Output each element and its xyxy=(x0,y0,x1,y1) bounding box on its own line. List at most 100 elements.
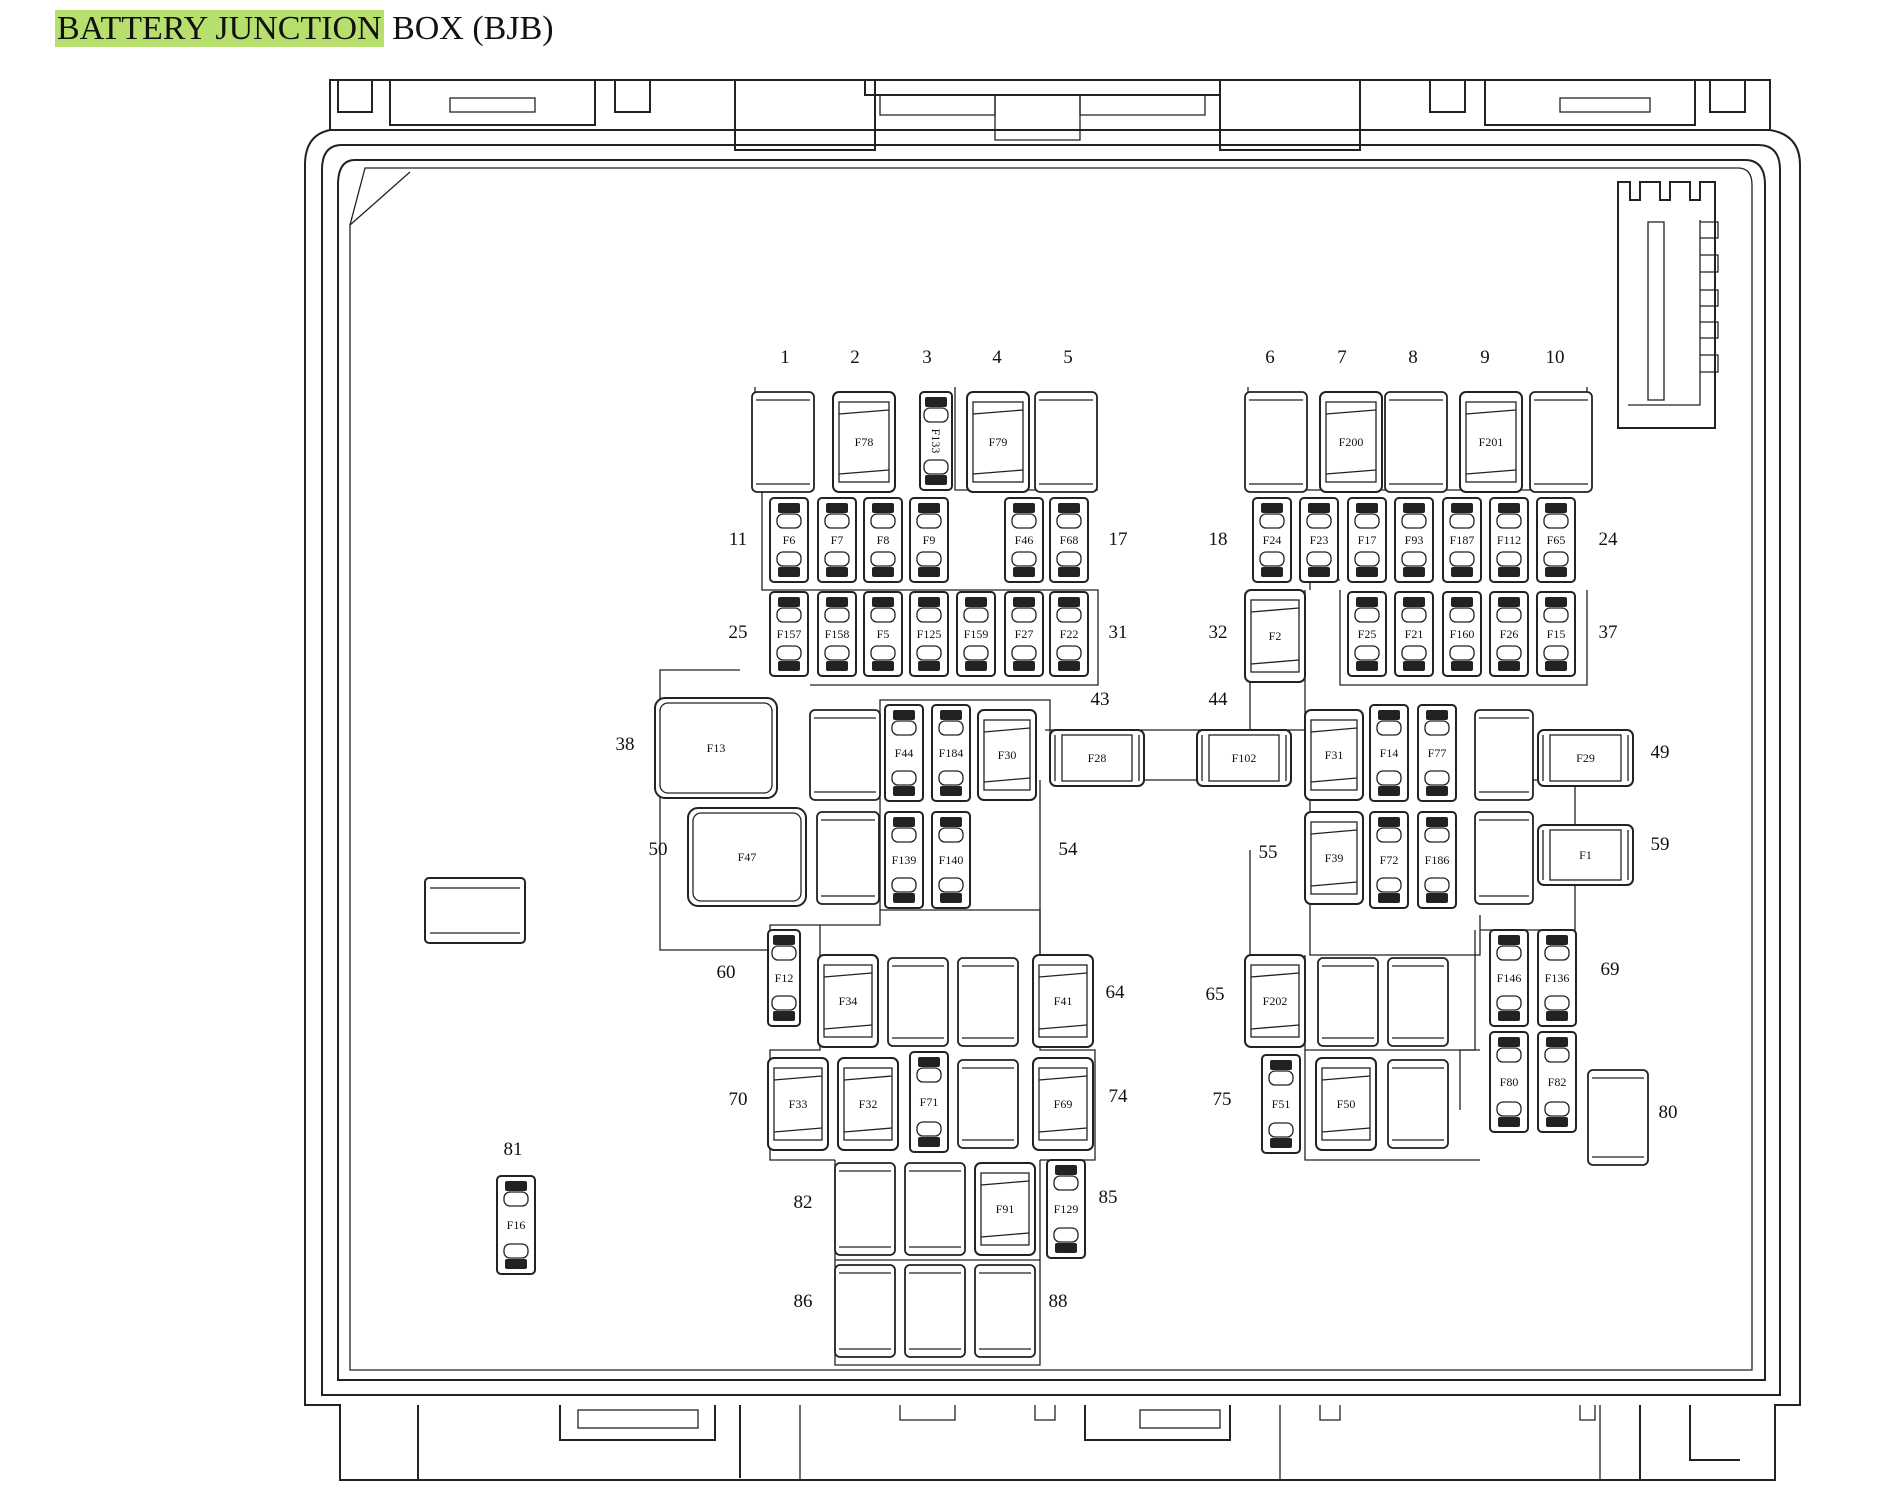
fuse-label: F186 xyxy=(1425,853,1450,867)
empty-fuse-slot xyxy=(904,1162,966,1256)
fuse-terminal xyxy=(1451,597,1473,607)
fuse-edge xyxy=(1038,1075,1088,1133)
slot-edge xyxy=(1479,717,1529,793)
fuse-terminal-ring xyxy=(1544,995,1570,1011)
fuse-terminal-ring xyxy=(1496,607,1522,623)
empty-fuse-slot xyxy=(904,1264,966,1358)
position-number: 17 xyxy=(1109,529,1128,550)
fuse-terminal-ring xyxy=(923,459,949,475)
fuse-terminal xyxy=(965,661,987,671)
slot-edge xyxy=(1249,399,1303,485)
fuse-terminal xyxy=(1058,503,1080,513)
fuse-label: F24 xyxy=(1263,533,1282,547)
fuse-terminal-ring xyxy=(870,551,896,567)
fuse-label: F8 xyxy=(877,533,890,547)
fuse-f72: F72 xyxy=(1369,811,1409,909)
fuse-terminal-ring xyxy=(938,827,964,843)
fuse-label: F50 xyxy=(1337,1097,1356,1111)
fuse-label: F157 xyxy=(777,627,802,641)
fuse-f65: F65 xyxy=(1536,497,1576,583)
fuse-terminal-ring xyxy=(776,513,802,529)
fuse-terminal xyxy=(1013,661,1035,671)
fuse-terminal-ring xyxy=(1543,513,1569,529)
fuse-label: F28 xyxy=(1088,751,1107,765)
fuse-terminal-ring xyxy=(503,1191,529,1207)
position-number: 32 xyxy=(1209,622,1228,643)
fuse-label: F93 xyxy=(1405,533,1424,547)
slot-edge xyxy=(1322,965,1374,1039)
position-number: 1 xyxy=(780,347,790,368)
empty-fuse-slot xyxy=(809,709,881,801)
position-number: 38 xyxy=(616,734,635,755)
fuse-terminal xyxy=(1013,567,1035,577)
empty-fuse-slot xyxy=(1244,391,1308,493)
empty-fuse-slot xyxy=(1317,957,1379,1047)
fuse-terminal-ring xyxy=(1268,1122,1294,1138)
fuse-terminal-ring xyxy=(776,551,802,567)
fuse-terminal xyxy=(773,935,795,945)
fuse-terminal-ring xyxy=(1543,551,1569,567)
fuse-terminal xyxy=(1546,1037,1568,1047)
slot-edge xyxy=(1592,1077,1644,1158)
position-number: 86 xyxy=(794,1291,813,1312)
fuse-window xyxy=(1061,734,1133,782)
fuse-terminal xyxy=(893,786,915,796)
fuse-terminal-ring xyxy=(1376,770,1402,786)
fuse-terminal xyxy=(918,503,940,513)
fuse-terminal-ring xyxy=(776,607,802,623)
empty-fuse-slot xyxy=(957,1059,1019,1149)
fuse-terminal xyxy=(1270,1138,1292,1148)
fuse-edge xyxy=(773,1075,823,1133)
fuse-terminal xyxy=(1545,567,1567,577)
position-number: 81 xyxy=(504,1139,523,1160)
fuse-terminal-ring xyxy=(916,645,942,661)
fuse-terminal xyxy=(940,893,962,903)
fuse-label: F7 xyxy=(831,533,844,547)
fuse-terminal xyxy=(872,567,894,577)
empty-fuse-slot xyxy=(1587,1069,1649,1166)
position-number: 49 xyxy=(1651,742,1670,763)
position-number: 43 xyxy=(1091,689,1110,710)
fuse-terminal-ring xyxy=(1306,551,1332,567)
position-number: 8 xyxy=(1408,347,1418,368)
fuse-terminal-ring xyxy=(1056,551,1082,567)
fuse-edge xyxy=(843,1075,893,1133)
slot-edge xyxy=(1479,819,1529,897)
fuse-window xyxy=(838,401,890,483)
fuse-f1: F1 xyxy=(1537,824,1634,886)
fuse-label: F69 xyxy=(1054,1097,1073,1111)
fuse-f29: F29 xyxy=(1537,729,1634,787)
empty-fuse-slot xyxy=(1387,1059,1449,1149)
fuse-edge xyxy=(1542,735,1629,781)
fuse-terminal-ring xyxy=(1496,995,1522,1011)
fuse-terminal-ring xyxy=(1354,645,1380,661)
fuse-terminal xyxy=(918,661,940,671)
fuse-terminal-ring xyxy=(1376,877,1402,893)
slot-edge xyxy=(1039,399,1093,485)
fuse-window xyxy=(692,812,802,902)
fuse-terminal-ring xyxy=(1424,720,1450,736)
fuse-terminal-ring xyxy=(916,551,942,567)
fuse-label: F91 xyxy=(996,1202,1015,1216)
fuse-f6: F6 xyxy=(769,497,809,583)
fuse-terminal xyxy=(826,567,848,577)
fuse-terminal xyxy=(778,567,800,577)
fuse-terminal xyxy=(918,567,940,577)
fuse-terminal-ring xyxy=(870,513,896,529)
fuse-terminal xyxy=(505,1259,527,1269)
fuse-terminal-ring xyxy=(1496,513,1522,529)
fuse-terminal-ring xyxy=(824,513,850,529)
fuse-terminal-ring xyxy=(776,645,802,661)
fuse-terminal-ring xyxy=(771,945,797,961)
fuse-terminal-ring xyxy=(963,645,989,661)
fuse-terminal-ring xyxy=(938,770,964,786)
fuse-terminal xyxy=(1498,503,1520,513)
fuse-f34: F34 xyxy=(817,954,879,1048)
empty-fuse-slot xyxy=(816,811,880,905)
position-number: 55 xyxy=(1259,842,1278,863)
fuse-terminal xyxy=(1451,503,1473,513)
fuse-edge xyxy=(1465,409,1517,475)
fuse-terminal-ring xyxy=(1449,645,1475,661)
